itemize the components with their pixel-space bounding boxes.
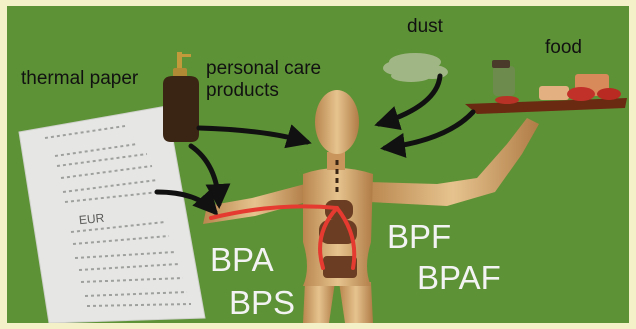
label-bpa: BPA (210, 243, 274, 276)
diagram-canvas (7, 6, 629, 323)
receipt-currency-text: EUR (78, 212, 105, 228)
personal-care-bottle (163, 52, 199, 142)
diagram-panel: thermal paper personal care products dus… (7, 6, 629, 323)
label-bpf: BPF (387, 220, 451, 253)
label-dust: dust (407, 16, 443, 38)
label-thermal-paper: thermal paper (21, 68, 138, 90)
food-tray (465, 60, 627, 114)
label-bps: BPS (229, 286, 295, 319)
arrow-bottle-to-arm (191, 146, 219, 204)
label-bpaf: BPAF (417, 261, 501, 294)
arrow-bottle-to-figure (199, 128, 307, 142)
label-food: food (545, 37, 582, 59)
label-personal-care-products: personal care products (206, 58, 321, 102)
arrow-dust-to-figure (379, 76, 440, 124)
